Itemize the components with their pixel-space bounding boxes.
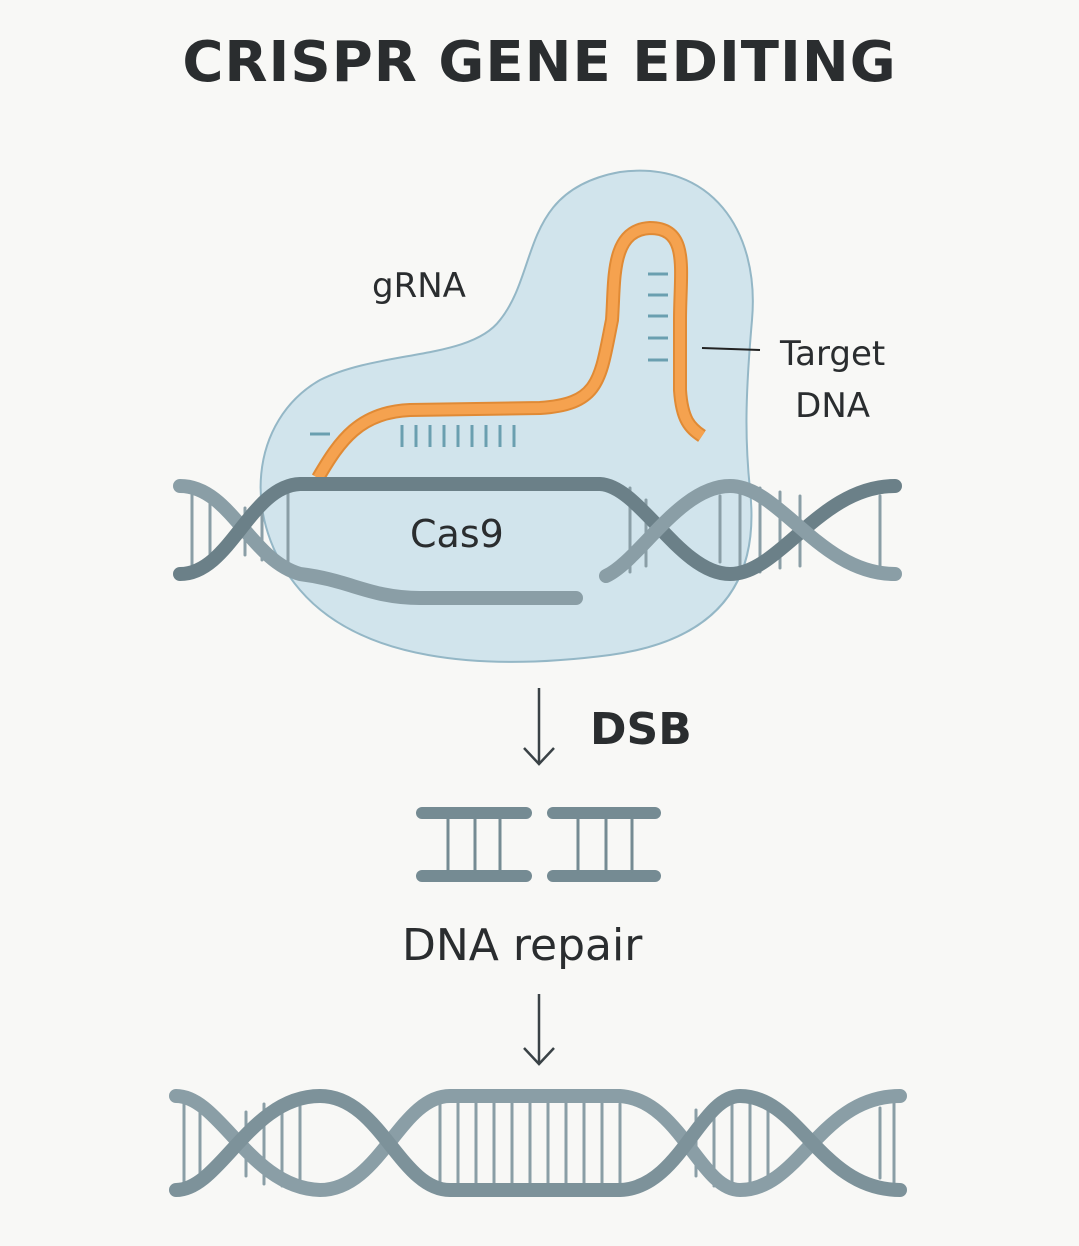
grna-base-pairs xyxy=(310,272,668,447)
arrow-down-icon xyxy=(523,688,555,766)
dsb-label: DSB xyxy=(590,704,692,755)
arrow-down-icon xyxy=(523,994,555,1066)
cas9-label: Cas9 xyxy=(410,512,504,556)
target-label-line2: DNA xyxy=(795,386,871,426)
target-label-line1: Target xyxy=(780,334,886,374)
dna-repair-label: DNA repair xyxy=(402,920,643,971)
dna-repaired xyxy=(169,1088,907,1198)
grna-label: gRNA xyxy=(372,266,466,306)
diagram-title: CRISPR GENE EDITING xyxy=(182,30,897,95)
dna-top xyxy=(173,477,902,605)
broken-dna xyxy=(416,807,661,882)
target-pointer xyxy=(701,347,761,351)
target-dna-label: Target DNA xyxy=(780,328,885,432)
